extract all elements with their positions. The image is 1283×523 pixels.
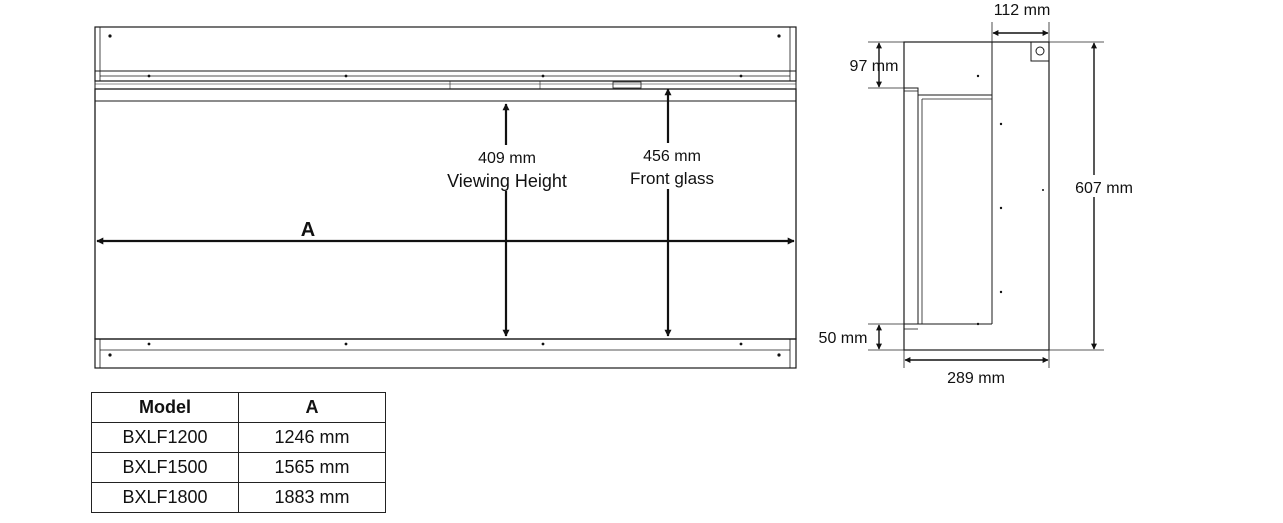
side-body (903, 41, 1050, 351)
table-row: BXLF1800 1883 mm (91, 482, 386, 513)
model-cell: BXLF1200 (91, 422, 239, 453)
overall-height-label: 607 mm (1075, 180, 1133, 197)
front-glass-panel (94, 88, 797, 340)
table-row: BXLF1500 1565 mm (91, 452, 386, 483)
model-cell: BXLF1500 (91, 452, 239, 483)
model-dimension-table: Model A BXLF1200 1246 mm BXLF1500 1565 m… (91, 392, 386, 513)
side-top-bracket (1030, 41, 1050, 62)
front-top-panel (94, 26, 797, 82)
side-dimension-arrows (876, 30, 1097, 363)
top-section-label: 97 mm (850, 58, 899, 75)
front-dimensions (96, 88, 795, 337)
model-cell: BXLF1800 (91, 482, 239, 513)
width-label: A (301, 219, 315, 241)
table-header-row: Model A (91, 392, 386, 423)
table-header-a: A (238, 392, 386, 423)
dimension-cell: 1565 mm (238, 452, 386, 483)
front-bottom-panel (94, 338, 797, 369)
table-header-model: Model (91, 392, 239, 423)
front-view (94, 26, 797, 369)
front-glass-caption: Front glass (630, 169, 714, 188)
table-row: BXLF1200 1246 mm (91, 422, 386, 453)
overall-depth-label: 289 mm (947, 370, 1005, 387)
dimension-cell: 1246 mm (238, 422, 386, 453)
viewing-height-value: 409 mm (478, 150, 536, 167)
top-depth-label: 112 mm (994, 2, 1051, 19)
dimension-cell: 1883 mm (238, 482, 386, 513)
side-extension-lines (868, 22, 1104, 368)
front-glass-value: 456 mm (643, 148, 701, 165)
side-view (903, 41, 1050, 351)
bottom-section-label: 50 mm (819, 330, 868, 347)
viewing-height-caption: Viewing Height (447, 171, 567, 191)
